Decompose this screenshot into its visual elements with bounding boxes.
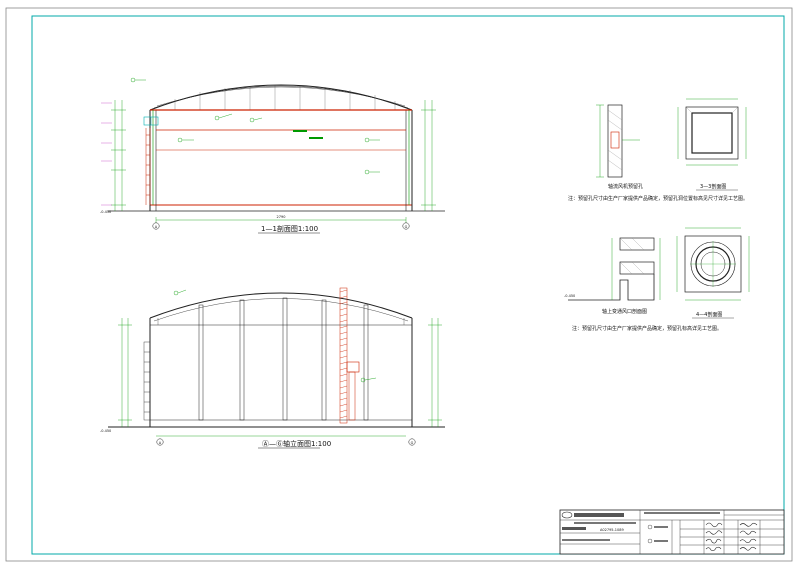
section-1-1-view: 2790 -0.450 A G 1—1剖面图1:100: [100, 77, 445, 234]
span-dimension: 2790: [277, 215, 286, 219]
axis-a-label: A: [155, 225, 158, 229]
elevation-label: -0.450: [100, 210, 111, 214]
title-block: A02795-1089: [559, 509, 785, 555]
note-1: 注：预留孔尺寸由生产厂家提供产品确定，预留孔洞位置标高见尺寸详见工艺图。: [568, 195, 748, 202]
drawing-number: A02795-1089: [600, 528, 624, 532]
detail-4-4-title: 4—4剖面图: [696, 311, 722, 318]
detail-3-3-title: 3—3剖面图: [700, 183, 726, 190]
elevation-a-g-view: A G -0.450 Ⓐ—Ⓖ轴立面图1:100: [100, 287, 445, 449]
elevation-label-2: -0.450: [100, 429, 111, 433]
company-logo: [561, 511, 573, 519]
exhaust-duct: [339, 287, 360, 424]
inner-border: [31, 15, 785, 555]
note-2: 注：预留孔尺寸由生产厂家提供产品确定，预留孔标高详见工艺图。: [572, 325, 722, 332]
detail-fan-hole: 轴流风机预留孔: [596, 104, 643, 190]
elevation-a-g-title: Ⓐ—Ⓖ轴立面图1:100: [262, 439, 331, 448]
axis-g-label: G: [405, 225, 408, 229]
outer-border: [5, 7, 793, 562]
fan-hole-title: 轴流风机预留孔: [608, 183, 643, 190]
vent-elev-label: -0.450: [564, 294, 575, 298]
axis-a-label-2: A: [159, 441, 162, 445]
detail-vent-opening: -0.450 轴上变通风口剖面图: [564, 237, 661, 315]
section-1-1-title: 1—1剖面图1:100: [261, 224, 318, 233]
detail-4-4: 4—4剖面图: [676, 227, 750, 319]
detail-3-3: 3—3剖面图: [677, 98, 747, 191]
axis-g-label-2: G: [411, 441, 414, 445]
vent-opening-title: 轴上变通风口剖面图: [602, 308, 647, 315]
signatures: [705, 522, 758, 551]
